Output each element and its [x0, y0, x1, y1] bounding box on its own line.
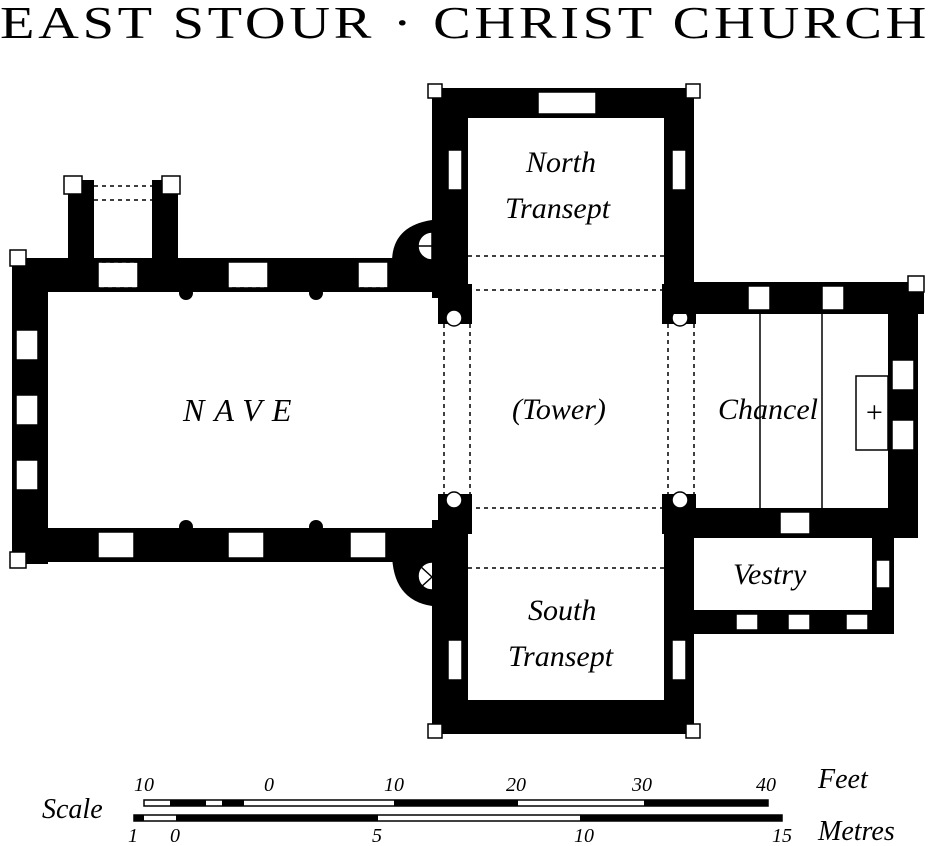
feet-bar	[143, 799, 769, 807]
south-transept-label-line1: South	[528, 594, 596, 627]
tower-label: (Tower)	[512, 393, 606, 426]
metres-tick: 5	[372, 825, 382, 846]
metres-tick: 10	[574, 825, 594, 846]
south-transept-walls	[427, 520, 701, 739]
feet-tick: 0	[264, 774, 274, 796]
chancel-label: Chancel	[718, 393, 818, 426]
vestry-label: Vestry	[733, 558, 807, 591]
feet-tick: 40	[756, 774, 776, 796]
altar-cross-label: +	[864, 396, 884, 429]
scale-label: Scale	[42, 794, 103, 825]
feet-tick: 20	[506, 774, 526, 796]
feet-tick: 30	[631, 774, 652, 796]
altar	[855, 375, 889, 451]
feet-unit: Feet	[817, 764, 869, 795]
north-transept-label-line1: North	[525, 146, 596, 179]
feet-tick: 10	[384, 774, 404, 796]
metres-unit: Metres	[817, 816, 895, 846]
north-transept-label-line2: Transept	[505, 192, 611, 225]
north-transept-walls	[427, 83, 701, 298]
metres-tick: 1	[128, 825, 138, 846]
nave-label: NAVE	[182, 392, 301, 428]
metres-tick: 0	[170, 825, 180, 846]
metres-tick: 15	[772, 825, 792, 846]
south-transept-label-line2: Transept	[508, 640, 614, 673]
nave-walls	[9, 249, 448, 569]
plan-title: EAST STOUR · CHRIST CHURCH	[0, 0, 930, 48]
chancel-walls	[664, 275, 925, 538]
feet-tick: 10	[134, 774, 154, 796]
scale-bar: Scale 10 0 10 20 30 40 Feet 1 0 5 10 15 …	[42, 764, 895, 846]
metres-bar	[133, 814, 783, 822]
north-porch	[48, 175, 440, 289]
